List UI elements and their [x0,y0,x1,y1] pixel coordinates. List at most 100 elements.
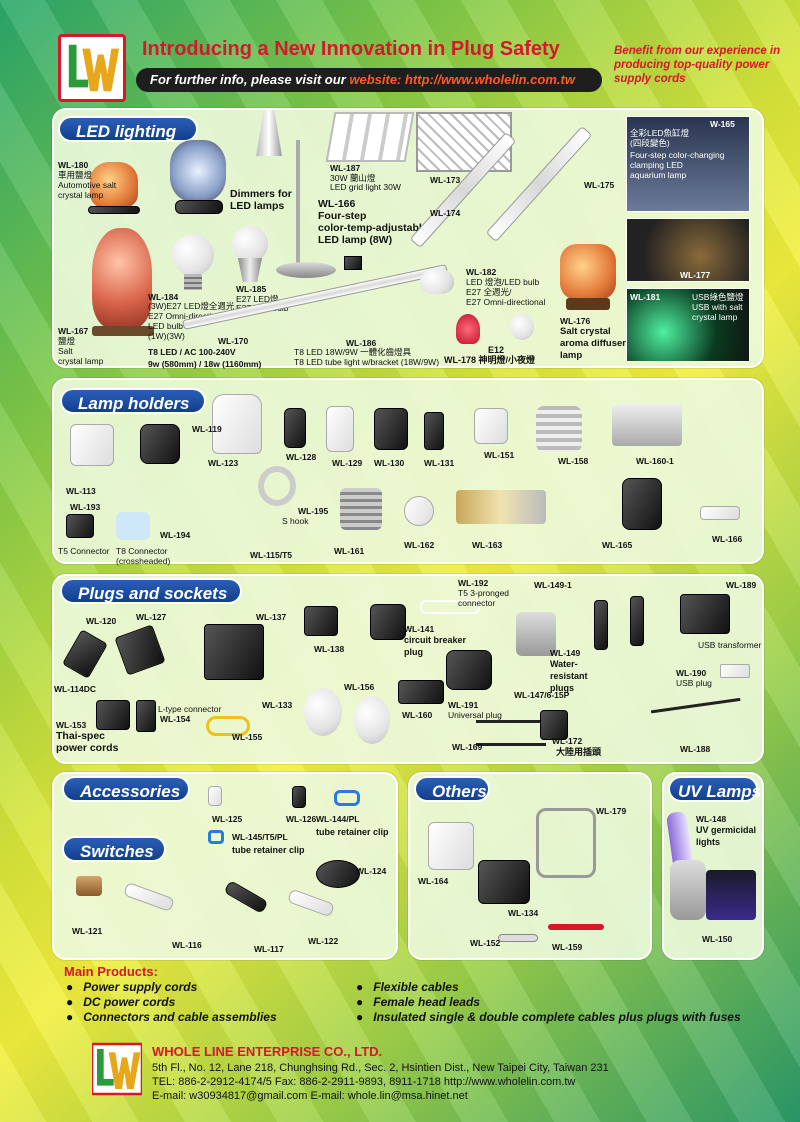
adapter-134-image [478,860,530,904]
uv-lamp-150-image [706,870,756,920]
wl114dc-code: WL-114DC [54,684,97,694]
lamp-holder-160-image [612,404,682,446]
desk-lamp-pole [296,140,300,270]
wl144-desc: tube retainer clip [316,827,389,837]
wl126-code: WL-126 [286,814,317,824]
wl174-code: WL-174 [430,208,461,218]
wl152-code: WL-152 [470,938,501,948]
wl165-code: WL-165 [602,540,633,550]
lw-footer-logo-icon [90,1042,144,1096]
wl160-1-code: WL-160-1 [636,456,674,466]
usb-transformer-label: USB transformer [698,640,762,650]
wl166-code: WL-166 [318,198,356,210]
t8-connector-label: T8 Connector (crossheaded) [116,546,171,566]
wl169-code: WL-169 [452,742,483,752]
wl150-code: WL-150 [702,934,733,944]
product-item: Insulated single & double complete cable… [356,1010,740,1024]
wl172-code: WL-172 [552,736,583,746]
wl189-code: WL-189 [726,580,757,590]
lamp-holder-151-image [474,408,508,444]
wl147-code: WL-147/6-15P [514,690,570,700]
lamp-holder-163-image [456,490,546,524]
side-slogan: Benefit from our experience in producing… [614,45,781,85]
accessories-heading: Accessories [62,776,190,802]
wl149-1-code: WL-149-1 [534,580,572,590]
wl181-desc: USB綠色鹽燈 USB with salt crystal lamp [692,292,744,322]
dimmers-label: Dimmers for LED lamps [230,188,292,212]
led-string-photo [626,218,750,282]
wl165-cn: 全彩LED魚缸燈 (四段變色) [630,128,690,148]
universal-plug-image [446,650,492,690]
wl177-code: WL-177 [680,270,711,280]
wl185-cn: E27 LED燈 [236,294,279,304]
wl180-desc: Automotive salt crystal lamp [58,180,117,200]
wl188-code: WL-188 [680,744,711,754]
wl175-code: WL-175 [584,180,615,190]
lamp-holder-158-image [536,406,582,452]
wl127-code: WL-127 [136,612,167,622]
website-link[interactable]: website: http://www.wholelin.com.tw [349,72,575,87]
lead-159-image [548,924,604,930]
wl149-code: WL-149 [550,648,581,658]
wl167-desc: Salt crystal lamp [58,346,104,366]
wl145-desc: tube retainer clip [232,845,305,855]
page-title: Introducing a New Innovation in Plug Saf… [142,38,560,60]
l-type-label: L-type connector [158,704,222,714]
wl187-code: WL-187 [330,163,361,173]
wl144-code: WL-144/PL [316,814,360,824]
usb-plug-image [720,664,750,678]
hanging-bulb-2 [354,696,390,744]
accessory-126-image [292,786,306,808]
grid-light-image [325,112,415,162]
desk-lamp-base [276,262,336,278]
lamp-holder-119-image [140,424,180,464]
wl131-code: WL-131 [424,458,455,468]
wl151-code: WL-151 [484,450,515,460]
multi-cable-image [476,720,546,746]
salt-lamp-base-image [88,206,140,214]
china-plug-image [540,710,568,740]
wl176-code: WL-176 [560,316,591,326]
usb-transformer-image [680,594,730,634]
lamp-holder-165-image [622,478,662,530]
uv-lamps-heading: UV Lamps [668,776,761,802]
wl145-code: WL-145/T5/PL [232,832,288,842]
t8-connector-image [116,512,150,540]
t5-connector-label: T5 Connector [58,546,110,556]
wl148-desc: UV germicidal lights [696,825,757,847]
wl138-code: WL-138 [314,644,345,654]
wl124-code: WL-124 [356,866,387,876]
spring-clip-image [536,808,596,878]
salt-lamp-large-image [92,228,152,328]
led-bulb-omni-base [184,274,202,290]
wl148-code: WL-148 [696,814,727,824]
wl187-desc: LED grid light 30W [330,182,401,192]
wl156-code: WL-156 [344,682,375,692]
wl170-code: WL-170 [218,336,249,346]
foot-switch-image [316,860,360,888]
l-type-image [136,700,156,732]
breaker-plug-image [370,604,406,640]
dimmer-lamp-image [170,140,226,202]
wl182-code: WL-182 [466,267,497,277]
wl117-code: WL-117 [254,944,284,954]
wl141-desc: circuit breaker plug [404,635,467,657]
wl165-code: W-165 [710,119,735,129]
lamp-holder-123-image [212,394,262,454]
e27-bulb-image [232,226,268,262]
wl167-cn: 鹽燈 [58,336,76,346]
yellow-cable-image [206,716,250,736]
footer-logo [90,1042,144,1096]
wl180-cn: 車用鹽燈 [58,170,93,180]
wl164-code: WL-164 [418,876,449,886]
wl163-code: WL-163 [472,540,503,550]
wl191-desc: Universal plug [448,710,502,720]
t5-connector-image [66,514,94,538]
others-heading: Others [414,776,490,802]
wl121-code: WL-121 [72,926,103,936]
socket-149-1-image [594,600,608,650]
wl187-cn: 30W 蘭山燈 [330,173,376,183]
aroma-diffuser-image [560,244,616,300]
lead-152-image [498,934,538,942]
wl165-desc: Four-step color-changing clamping LED aq… [630,150,725,180]
